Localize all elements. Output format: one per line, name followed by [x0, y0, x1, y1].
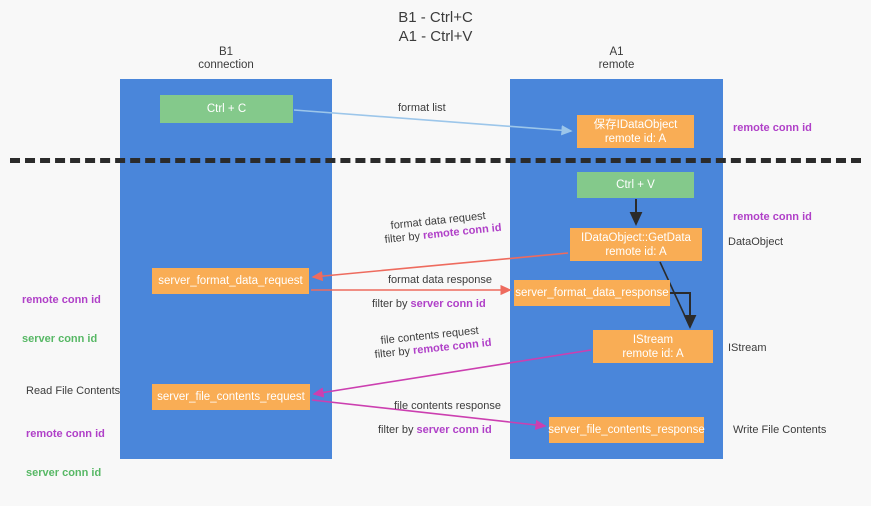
diagram-canvas: B1 - Ctrl+C A1 - Ctrl+V B1 connection A1… [10, 9, 861, 479]
annotation-text: remote conn id [733, 122, 812, 134]
node-idataobject-getdata[interactable]: IDataObject::GetData remote id: A [570, 228, 702, 261]
column-header-a1: A1 remote [598, 46, 635, 71]
node-ctrl-v[interactable]: Ctrl + V [577, 172, 694, 198]
node-server-file-contents-request-label: server_file_contents_request [157, 391, 305, 403]
node-server-format-data-request-label: server_format_data_request [158, 275, 303, 287]
node-istream-label: IStream [632, 333, 674, 346]
annotation-write-file-contents: Write File Contents [733, 424, 826, 437]
node-save-idataobject-label: 保存IDataObject [593, 118, 678, 131]
annotation-text: Write File Contents [733, 424, 827, 436]
annotation-text: remote conn id [733, 211, 812, 223]
annotation-remote-conn-id: remote conn id [26, 428, 105, 440]
annotation-remote-conn-id-top: remote conn id [733, 122, 812, 135]
node-server-format-data-response[interactable]: server_format_data_response [514, 280, 670, 306]
filter-key-server-conn-id: server conn id [410, 298, 486, 310]
node-server-file-contents-response[interactable]: server_file_contents_response [548, 417, 705, 443]
annotation-remote-conn-id-mid: remote conn id [733, 211, 812, 224]
node-save-idataobject-sublabel: remote id: A [604, 132, 667, 145]
node-idataobject-getdata-sublabel: remote id: A [605, 245, 667, 258]
edge-label-format-list: format list [398, 102, 446, 114]
annotation-text: Read File Contents [26, 385, 121, 397]
node-server-format-data-response-label: server_format_data_response [515, 287, 669, 299]
edge-label-file-contents-response-filter: filter by server conn id [378, 423, 492, 437]
filter-prefix: filter by [384, 229, 424, 246]
annotation-remote-conn-id: remote conn id [22, 294, 101, 306]
annotation-text: IStream [728, 342, 767, 354]
node-ctrl-c[interactable]: Ctrl + C [160, 95, 293, 123]
annotation-server-conn-id: server conn id [26, 467, 102, 479]
edge-label-file-contents-response: file contents response [394, 400, 502, 412]
node-ctrl-c-label: Ctrl + C [206, 103, 247, 115]
annotation-conn-ids-upper: remote conn id server conn id [22, 268, 101, 372]
phase-divider [10, 158, 861, 163]
node-istream-sublabel: remote id: A [622, 347, 684, 360]
page-title: B1 - Ctrl+C A1 - Ctrl+V [398, 9, 473, 45]
filter-prefix: filter by [378, 424, 417, 436]
column-header-b1: B1 connection [198, 46, 254, 71]
annotation-text: DataObject [728, 236, 784, 248]
annotation-istream: IStream [728, 342, 767, 355]
filter-prefix: filter by [372, 298, 411, 310]
node-istream[interactable]: IStream remote id: A [593, 330, 713, 363]
annotation-conn-ids-lower: remote conn id server conn id [26, 402, 105, 506]
node-server-format-data-request[interactable]: server_format_data_request [152, 268, 309, 294]
node-idataobject-getdata-label: IDataObject::GetData [581, 231, 691, 244]
annotation-read-file-contents: Read File Contents [26, 385, 120, 398]
annotation-server-conn-id: server conn id [22, 333, 98, 345]
node-save-idataobject[interactable]: 保存IDataObject remote id: A [577, 115, 694, 148]
node-server-file-contents-response-label: server_file_contents_response [548, 424, 705, 436]
node-server-file-contents-request[interactable]: server_file_contents_request [152, 384, 310, 410]
annotation-dataobject: DataObject [728, 236, 783, 249]
edge-label-format-data-response: format data response [388, 274, 492, 286]
filter-prefix: filter by [374, 344, 414, 361]
edge-label-format-data-response-filter: filter by server conn id [372, 297, 486, 311]
node-ctrl-v-label: Ctrl + V [616, 179, 655, 191]
filter-key-server-conn-id: server conn id [416, 424, 492, 436]
